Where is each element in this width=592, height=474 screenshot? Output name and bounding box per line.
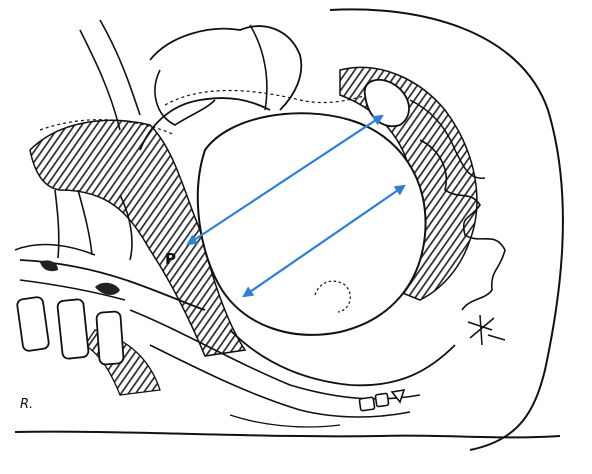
vertebra-3 — [96, 311, 124, 365]
artist-signature: R. — [20, 397, 33, 412]
fetal-head — [198, 113, 426, 335]
point-label: P — [165, 250, 176, 268]
vertebra-2 — [57, 299, 89, 359]
